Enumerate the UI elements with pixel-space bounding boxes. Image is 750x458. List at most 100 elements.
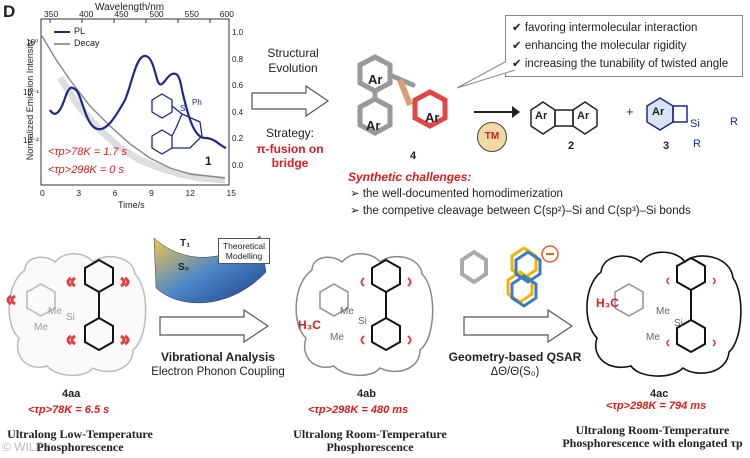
y-left-tick: 10⁰ — [26, 38, 39, 47]
top-tick: 400 — [79, 9, 94, 19]
4ab-description: Ultralong Room-Temperature Phosphorescen… — [285, 428, 455, 454]
4ab-label: 4ab — [357, 388, 376, 400]
4ab-me-1: Me — [340, 306, 354, 317]
top-tick: 350 — [44, 9, 59, 19]
product2-ar-right: Ar — [577, 110, 590, 122]
y-right-tick: 1.0 — [232, 28, 244, 37]
4ac-description: Ultralong Room-Temperature Phosphorescen… — [555, 424, 750, 450]
x-tick: 0 — [40, 188, 45, 198]
4aa-desc-line2: Phosphorescence — [36, 440, 124, 454]
4ab-tau: <τp>298K = 480 ms — [308, 404, 409, 416]
x-tick: 3 — [76, 188, 82, 198]
y-right-tick: 0.6 — [232, 81, 244, 90]
tau-78k-label: <τp>78K = 1.7 s — [48, 146, 128, 158]
panel-letter: D — [3, 2, 16, 21]
4ac-h3c: H₃C — [596, 296, 619, 310]
molecule-4-model — [357, 54, 448, 136]
4aa-tau: <τp>78K = 6.5 s — [28, 404, 110, 416]
watermark: © WILEY — [2, 440, 52, 454]
product3-r2: R — [693, 138, 701, 150]
top-tick: 600 — [219, 9, 234, 19]
4aa-label: 4aa — [62, 388, 81, 400]
4ab-h3c: H₃C — [298, 318, 321, 332]
callout-pointer — [456, 61, 516, 89]
s0-label: S₀ — [178, 262, 190, 273]
qsar-title: Geometry-based QSAR — [448, 350, 582, 364]
4ab-desc-line1: Ultralong Room-Temperature — [293, 427, 447, 441]
4aa-desc-line1: Ultralong Low-Temperature — [7, 427, 153, 441]
benefit-item: ✔ favoring intermolecular interaction — [512, 22, 698, 34]
top-tick: 500 — [149, 9, 164, 19]
4aa-description: Ultralong Low-Temperature Phosphorescenc… — [0, 428, 160, 454]
x-tick: 12 — [185, 188, 195, 198]
4ac-si: Si — [674, 318, 683, 329]
qsar-sub: ΔΘ/Θ(S₀) — [490, 366, 540, 378]
product-2-label: 2 — [568, 140, 575, 152]
product3-ar: Ar — [652, 106, 665, 118]
vibrational-analysis-title: Vibrational Analysis — [160, 350, 276, 364]
evolution-arrow — [251, 84, 330, 118]
molecule4-ar-1: Ar — [368, 72, 383, 87]
benefits-box: ✔ favoring intermolecular interaction ✔ … — [505, 15, 743, 77]
si-label: Si — [180, 104, 188, 113]
legend-decay: Decay — [74, 38, 100, 48]
ph-label: Ph — [192, 98, 202, 107]
product-3-label: 3 — [663, 140, 670, 152]
challenge-item: ➢ the competive cleavage between C(sp²)–… — [350, 205, 691, 217]
4ab-desc-line2: Phosphorescence — [326, 440, 414, 454]
x-axis-ticks: 0 3 6 9 12 15 — [40, 188, 236, 198]
molecule4-ar-2: Ar — [366, 118, 381, 133]
theoretical-modelling-box: Theoretical Modelling — [218, 238, 270, 264]
y-right-tick: 0.4 — [232, 107, 244, 117]
4ac-me-1: Me — [656, 306, 670, 317]
top-tick: 550 — [184, 9, 199, 19]
products-structures — [530, 97, 688, 135]
y-left-tick: 10⁻² — [23, 136, 39, 145]
y-left-label: Normalized Emission Intensity — [25, 39, 35, 161]
4ab-me-2: Me — [330, 332, 344, 343]
4ab-si: Si — [358, 316, 367, 327]
4aa-si: Si — [66, 312, 75, 323]
4ac-label: 4ac — [650, 388, 669, 400]
x-tick: 9 — [149, 188, 154, 198]
y-right-tick: 0.8 — [232, 54, 244, 64]
overlay-geometry-model — [460, 245, 559, 308]
challenges-title: Synthetic challenges: — [348, 170, 472, 184]
structure-4ac — [586, 251, 742, 377]
structural-evolution-label: Structural Evolution — [267, 46, 319, 75]
qsar-arrow — [463, 308, 574, 344]
benefit-item: ✔ enhancing the molecular rigidity — [512, 40, 687, 52]
plus-sign: + — [626, 104, 634, 119]
x-tick: 15 — [226, 188, 236, 198]
pl-decay-plot — [40, 18, 230, 188]
structure-4aa — [6, 253, 147, 377]
strategy-value: π-fusion on bridge — [256, 142, 324, 170]
tm-catalyst-badge: TM — [477, 122, 507, 152]
molecule-4-label: 4 — [410, 150, 417, 162]
molecule4-ar-3: Ar — [425, 110, 440, 125]
plot-canvas — [40, 18, 230, 186]
y-left-tick: 10⁻¹ — [23, 88, 39, 97]
y-right-tick: 0.0 — [232, 160, 244, 170]
x-tick: 6 — [112, 188, 118, 198]
y-right-tick: 0.2 — [232, 134, 244, 143]
strategy-label: Strategy: — [265, 126, 315, 140]
4ac-tau: <τp>298K = 794 ms — [606, 400, 707, 412]
top-tick: 450 — [114, 9, 129, 19]
4aa-me-1: Me — [48, 306, 62, 317]
challenge-item: ➢ the well-documented homodimerization — [350, 188, 563, 200]
4aa-me-2: Me — [34, 322, 48, 333]
tau-298k-label: <τp>298K = 0 s — [48, 164, 124, 176]
4ac-desc-line1: Ultralong Room-Temperature — [575, 423, 730, 437]
product3-si: Si — [690, 118, 700, 130]
compound-1-label: 1 — [205, 154, 212, 168]
reaction-arrow — [474, 106, 520, 118]
x-axis-label: Time/s — [118, 200, 145, 210]
product2-ar-left: Ar — [535, 110, 548, 122]
product3-r1: R — [730, 116, 738, 128]
vibrational-analysis-sub: Electron Phonon Coupling — [151, 366, 285, 378]
structure-4ab — [295, 253, 434, 377]
y-right-ticks: 1.0 0.8 0.6 0.4 0.2 0.0 — [232, 20, 243, 179]
t1-label: T₁ — [180, 238, 191, 249]
top-axis-label: Wavelength/nm — [95, 2, 165, 13]
